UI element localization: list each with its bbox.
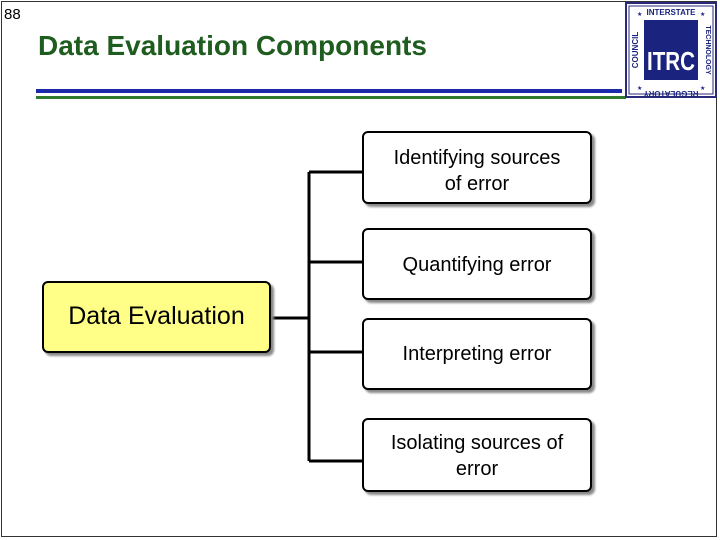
node-label: Isolating sources of error — [390, 432, 564, 480]
star-icon: ★ — [637, 11, 642, 18]
node-label: Quantifying error — [402, 254, 552, 276]
star-icon: ★ — [700, 85, 705, 92]
node-label: Interpreting error — [402, 343, 552, 365]
title-underline-blue — [36, 89, 622, 93]
itrc-logo: INTERSTATE REGULATORY COUNCIL TECHNOLOGY… — [625, 2, 717, 98]
identifying-sources-node: Identifying sources of error — [362, 131, 592, 204]
logo-bottom-text: REGULATORY — [643, 89, 699, 98]
slide-number: 88 — [4, 6, 21, 23]
interpreting-error-node: Interpreting error — [362, 318, 592, 390]
star-icon: ★ — [637, 85, 642, 92]
logo-right-text: TECHNOLOGY — [704, 25, 711, 75]
logo-top-text: INTERSTATE — [646, 8, 696, 17]
node-label: Data Evaluation — [68, 302, 245, 330]
isolating-sources-node: Isolating sources of error — [362, 418, 592, 492]
node-label: Identifying sources of error — [393, 147, 561, 195]
logo-left-text: COUNCIL — [631, 32, 640, 69]
logo-itrc-text: ITRC — [647, 46, 695, 76]
data-evaluation-node: Data Evaluation — [42, 281, 271, 353]
title-underline-green — [36, 96, 626, 99]
quantifying-error-node: Quantifying error — [362, 228, 592, 300]
slide-title: Data Evaluation Components — [38, 30, 427, 61]
star-icon: ★ — [700, 11, 705, 18]
